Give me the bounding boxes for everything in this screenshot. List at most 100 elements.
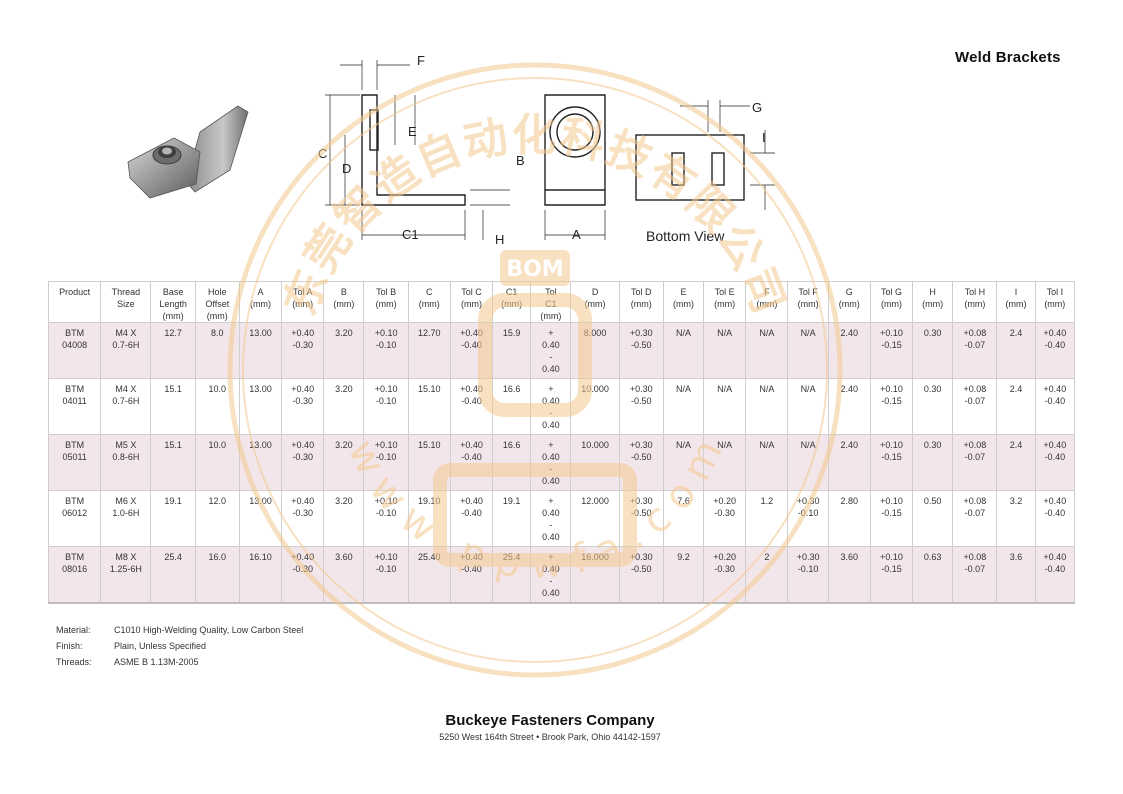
dim-label-c1: C1 xyxy=(402,227,419,242)
table-cell: 0.50 xyxy=(912,490,954,547)
column-header-label: Tol E (mm) xyxy=(714,287,736,309)
table-cell: 9.2 xyxy=(662,546,705,604)
table-cell-value: 13.00 xyxy=(249,384,272,394)
table-cell-value: +0.40 -0.40 xyxy=(1043,328,1067,350)
note-value: C1010 High-Welding Quality, Low Carbon S… xyxy=(114,625,304,635)
table-cell: 25.4 xyxy=(492,546,532,604)
table-cell-value: 7.6 xyxy=(677,496,690,506)
table-cell-value: +0.40 -0.30 xyxy=(291,496,315,518)
table-cell-value: N/A xyxy=(675,384,691,394)
table-cell-value: +0.10 -0.10 xyxy=(374,328,398,350)
column-header: Tol E (mm) xyxy=(703,281,747,323)
table-cell-value: BTM 05011 xyxy=(62,440,87,462)
table-cell-value: +0.30 -0.50 xyxy=(629,496,653,518)
table-cell: +0.10 -0.15 xyxy=(869,322,914,379)
table-cell-value: BTM 06012 xyxy=(62,496,88,518)
table-cell: +0.40 -0.30 xyxy=(281,434,325,491)
table-cell: +0.30 -0.50 xyxy=(618,322,664,379)
table-cell: +0.10 -0.10 xyxy=(363,546,409,604)
table-cell: +0.40 -0.40 xyxy=(1034,546,1076,604)
dimension-labels: F E C D B C1 H A G I xyxy=(318,53,766,247)
column-header-label: C (mm) xyxy=(418,287,440,309)
table-cell: +0.08 -0.07 xyxy=(952,434,998,491)
column-header-label: Product xyxy=(59,287,91,297)
table-cell: +0.30 -0.50 xyxy=(618,546,664,604)
table-cell: 2.40 xyxy=(827,378,871,435)
table-cell: 2 xyxy=(745,546,789,604)
company-name: Buckeye Fasteners Company xyxy=(445,712,655,729)
table-cell-value: +0.08 -0.07 xyxy=(963,328,987,350)
table-cell: 10.0 xyxy=(194,434,240,491)
table-cell-value: 25.4 xyxy=(164,552,182,562)
table-cell-value: +0.40 -0.40 xyxy=(460,328,483,350)
note-value: ASME B 1.13M-2005 xyxy=(114,657,199,667)
dim-label-c: C xyxy=(318,146,327,161)
table-cell: +0.10 -0.15 xyxy=(869,546,914,604)
table-cell-value: 19.1 xyxy=(164,496,182,506)
table-cell: 0.30 xyxy=(912,378,954,435)
table-cell: +0.40 -0.40 xyxy=(449,434,494,491)
watermark-badge-text: BOM xyxy=(506,257,563,282)
column-header-label: Thread Size xyxy=(111,287,141,309)
table-cell-value: +0.40 -0.40 xyxy=(460,440,483,462)
column-header-label: Tol D (mm) xyxy=(630,287,652,309)
table-cell: +0.08 -0.07 xyxy=(952,378,998,435)
table-cell: 12.7 xyxy=(150,322,196,379)
table-cell: N/A xyxy=(745,322,789,379)
table-cell-value: +0.10 -0.15 xyxy=(880,496,903,518)
table-cell-value: +0.08 -0.07 xyxy=(963,496,987,518)
table-cell-value: 10.000 xyxy=(581,440,609,450)
column-header-label: G (mm) xyxy=(838,287,860,309)
table-cell: 7.6 xyxy=(662,490,705,547)
column-header-label: Tol A (mm) xyxy=(292,287,314,309)
table-cell: +0.40 -0.30 xyxy=(281,546,325,604)
dim-label-g: G xyxy=(752,100,762,115)
table-cell: 0.30 xyxy=(912,434,954,491)
table-cell-value: N/A xyxy=(675,328,691,338)
table-cell: +0.20 -0.30 xyxy=(703,546,747,604)
table-cell-value: 2.4 xyxy=(1009,384,1023,394)
column-header: A (mm) xyxy=(238,281,283,323)
table-cell: N/A xyxy=(745,378,789,435)
table-cell: 19.1 xyxy=(150,490,196,547)
table-cell-value: 2.40 xyxy=(840,440,859,450)
table-cell-value: + 0.40 - 0.40 xyxy=(542,328,560,374)
table-cell: + 0.40 - 0.40 xyxy=(530,434,572,491)
table-cell: +0.08 -0.07 xyxy=(952,490,998,547)
table-cell-value: 19.10 xyxy=(418,496,441,506)
table-cell: N/A xyxy=(662,378,705,435)
column-header-label: Tol F (mm) xyxy=(797,287,819,309)
table-cell-value: 2.40 xyxy=(840,384,859,394)
table-cell: 25.4 xyxy=(150,546,196,604)
table-cell-value: +0.30 -0.50 xyxy=(629,328,653,350)
table-cell: 15.10 xyxy=(407,434,451,491)
table-cell: 19.10 xyxy=(407,490,451,547)
column-header: F (mm) xyxy=(745,281,789,323)
table-cell-value: N/A xyxy=(800,440,816,450)
table-cell: 10.0 xyxy=(194,378,240,435)
table-cell-value: 3.6 xyxy=(1009,552,1023,562)
table-cell-value: +0.10 -0.10 xyxy=(374,440,398,462)
table-cell-value: +0.40 -0.30 xyxy=(291,440,315,462)
table-cell: 2.4 xyxy=(996,434,1036,491)
table-cell-value: 2.4 xyxy=(1009,328,1023,338)
table-cell: 8.0 xyxy=(194,322,240,379)
table-cell: +0.10 -0.10 xyxy=(363,490,409,547)
table-cell: 16.0 xyxy=(194,546,240,604)
table-cell: +0.40 -0.40 xyxy=(1034,322,1076,379)
table-cell-value: 25.4 xyxy=(502,552,521,562)
company-address: 5250 West 164th Street • Brook Park, Ohi… xyxy=(439,732,661,742)
table-cell-value: N/A xyxy=(800,328,816,338)
table-cell: +0.10 -0.15 xyxy=(869,378,914,435)
column-header-label: F (mm) xyxy=(756,287,778,309)
column-header: Tol C1 (mm) xyxy=(530,281,572,323)
table-cell: BTM 04008 xyxy=(47,322,102,379)
table-cell-value: 10.0 xyxy=(208,440,227,450)
table-cell-value: 3.60 xyxy=(335,552,353,562)
table-cell-value: 3.2 xyxy=(1009,496,1023,506)
table-cell: +0.30 -0.50 xyxy=(618,378,664,435)
table-cell-value: 3.60 xyxy=(840,552,859,562)
